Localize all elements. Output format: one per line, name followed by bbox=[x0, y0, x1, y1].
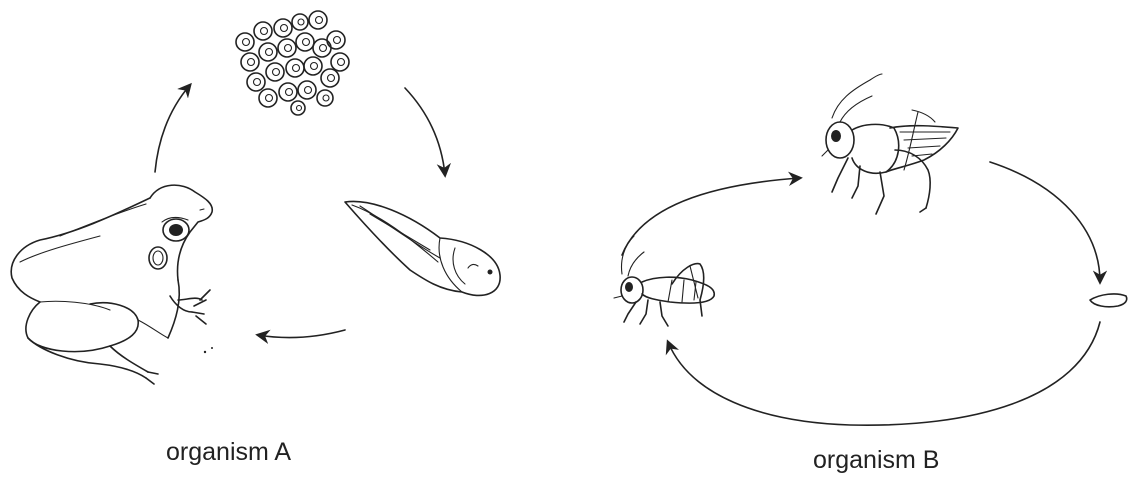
arrow-egg-to-nymph bbox=[668, 322, 1100, 425]
organism-a-caption: organism A bbox=[166, 438, 291, 467]
adult-frog bbox=[11, 185, 213, 384]
nymph-grasshopper bbox=[614, 236, 714, 326]
arrow-frog-to-eggs bbox=[155, 85, 190, 172]
frog-egg-mass bbox=[236, 11, 349, 115]
arrow-adult-to-egg bbox=[990, 162, 1100, 282]
organism-b-caption: organism B bbox=[813, 446, 939, 475]
arrow-tadpole-to-frog bbox=[258, 330, 345, 338]
arrow-nymph-to-adult bbox=[622, 178, 800, 255]
arrow-eggs-to-tadpole bbox=[405, 88, 445, 175]
organism-a-cycle bbox=[11, 11, 500, 384]
tadpole bbox=[345, 201, 500, 295]
organism-b-cycle bbox=[614, 74, 1127, 425]
grasshopper-egg bbox=[1090, 294, 1127, 307]
adult-grasshopper bbox=[822, 74, 958, 214]
